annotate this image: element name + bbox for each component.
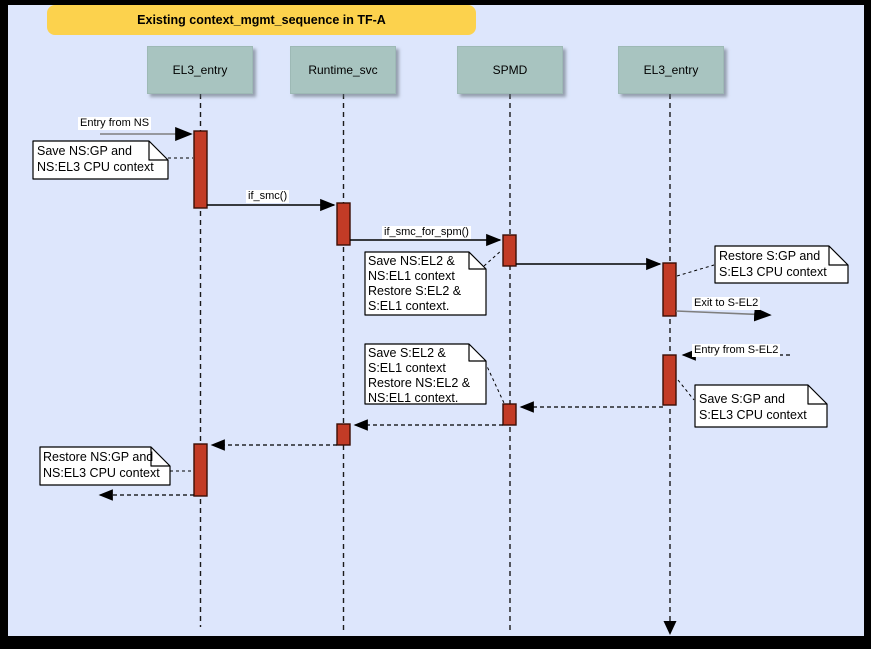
lifeline-header-el3-entry-2: EL3_entry [618,46,724,94]
note-save-nsel2-restore-sel2: Save NS:EL2 & NS:EL1 context Restore S:E… [368,254,462,313]
lifeline-header-runtime-svc: Runtime_svc [290,46,396,94]
label-entry-from-ns: Entry from NS [78,117,152,130]
note-shape-1 [32,140,169,180]
activation-spmd-a [502,234,517,267]
lifeline-end-arrow-icon [663,621,677,635]
note-shape-2 [364,251,487,316]
connector-note5 [677,379,695,401]
note-save-sel2-restore-nsel2: Save S:EL2 & S:EL1 context Restore NS:EL… [368,346,471,405]
note-save-ns-gp: Save NS:GP and NS:EL3 CPU context [37,144,154,174]
note-restore-s-gp: Restore S:GP and S:EL3 CPU context [719,249,827,279]
note-restore-ns-gp: Restore NS:GP and NS:EL3 CPU context [43,450,160,480]
activation-el3entry2-b [662,354,677,406]
lifeline-header-spmd: SPMD [457,46,563,94]
activation-el3entry1-b [193,443,208,497]
lifeline-header-el3-entry-1: EL3_entry [147,46,253,94]
activation-runtimesvc-a [336,202,351,246]
arrow-exit-to-s-el2 [675,307,772,322]
activation-spmd-b [502,403,517,426]
diagram-title: Existing context_mgmt_sequence in TF-A [47,5,476,35]
label-if-smc-for-spm: if_smc_for_spm() [382,226,471,239]
label-if-smc: if_smc() [246,190,290,203]
note-shape-5 [694,384,828,428]
note-save-s-gp: Save S:GP and S:EL3 CPU context [699,392,807,422]
activation-runtimesvc-b [336,423,351,446]
note-shape-4 [364,343,487,405]
connector-note4 [484,361,505,404]
activation-el3entry1-a [193,130,208,209]
connector-note2 [483,249,503,267]
connector-note3 [676,264,715,277]
note-shape-6 [39,446,171,486]
label-entry-from-s-el2: Entry from S-EL2 [692,344,781,357]
label-exit-to-s-el2: Exit to S-EL2 [692,297,761,310]
activation-el3entry2-a [662,262,677,317]
note-shape-3 [714,245,849,284]
